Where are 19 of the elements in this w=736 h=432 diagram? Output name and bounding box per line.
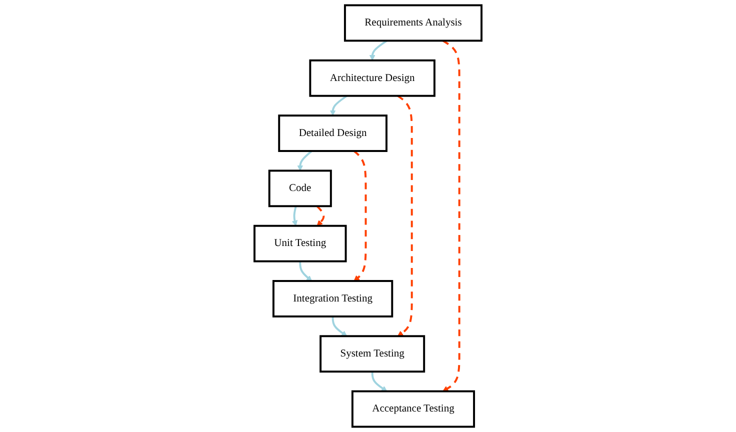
arrow xyxy=(316,205,325,226)
arrow xyxy=(397,95,413,336)
node-box: Detailed Design xyxy=(278,114,388,152)
node-box: System Testing xyxy=(320,335,426,373)
node-box: Code xyxy=(268,170,332,208)
arrow xyxy=(299,261,312,282)
node-box: Architecture Design xyxy=(309,59,436,97)
arrow xyxy=(353,150,367,282)
node-box: Acceptance Testing xyxy=(351,390,476,428)
arrow xyxy=(330,95,348,116)
arrow xyxy=(297,150,312,171)
arrow xyxy=(292,206,298,226)
arrow xyxy=(332,316,348,336)
node-box: Unit Testing xyxy=(254,224,347,262)
arrow xyxy=(442,40,460,392)
node-box: Requirements Analysis xyxy=(344,4,482,42)
node-box: Integration Testing xyxy=(272,280,394,318)
arrow xyxy=(369,40,388,61)
arrow xyxy=(371,372,388,392)
